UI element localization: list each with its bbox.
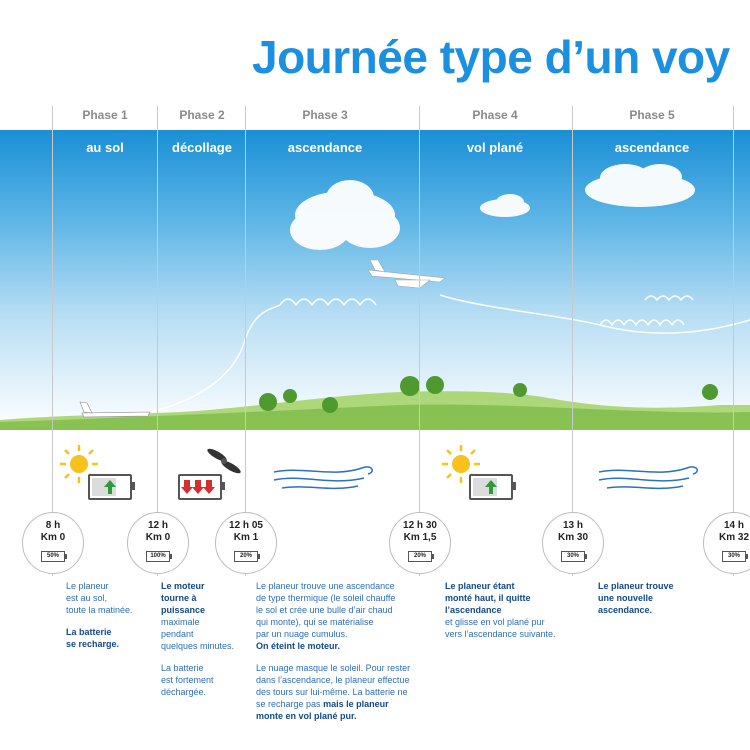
battery-charging-icon xyxy=(88,474,135,500)
phase-5-description: Le planeur trouve une nouvelle ascendanc… xyxy=(598,580,708,626)
marker-battery: 20% xyxy=(234,551,260,562)
cloud-icon xyxy=(290,180,400,250)
marker-km: Km 30 xyxy=(557,532,588,543)
cloud-icon xyxy=(480,194,530,217)
desc-line: l’ascendance xyxy=(445,605,502,615)
marker-km: Km 1 xyxy=(233,532,259,543)
desc-line: et glisse en vol plané pur xyxy=(445,617,545,627)
sun-icon xyxy=(442,445,480,483)
desc-line: pendant xyxy=(161,629,194,639)
desc-line: tourne à xyxy=(161,593,197,603)
desc-line: monte en vol plané pur. xyxy=(256,711,357,721)
desc-line: La batterie xyxy=(161,663,204,673)
phase-divider xyxy=(157,106,158,576)
marker-km: Km 0 xyxy=(40,532,66,543)
desc-line: se recharge. xyxy=(66,639,120,649)
cloud-icon xyxy=(585,164,695,207)
time-marker: 12 h 05 Km 1 20% xyxy=(215,512,277,574)
page-title: Journée type d’un voy xyxy=(252,31,730,83)
desc-line: une nouvelle xyxy=(598,593,654,603)
time-marker: 14 h Km 32 30% xyxy=(703,512,750,574)
propeller-icon xyxy=(207,448,241,474)
phase-1-description: Le planeur est au sol, toute la matinée.… xyxy=(66,580,151,660)
desc-line: On éteint le moteur. xyxy=(256,641,341,651)
phase-divider xyxy=(572,106,573,576)
marker-battery: 30% xyxy=(722,551,748,562)
marker-time: 12 h 05 xyxy=(229,520,263,531)
wind-icon xyxy=(273,466,373,490)
desc-line: maximale xyxy=(161,617,200,627)
marker-time: 12 h 30 xyxy=(403,520,437,531)
desc-line: le sol et crée une bulle d’air chaud xyxy=(256,605,393,615)
desc-line: se recharge pas xyxy=(256,699,321,709)
marker-time: 8 h xyxy=(45,520,61,531)
phase-divider xyxy=(733,106,734,576)
phase-5-label: Phase 5 xyxy=(629,108,675,122)
battery-discharging-icon xyxy=(178,474,225,500)
phase-divider xyxy=(245,106,246,576)
marker-battery: 50% xyxy=(41,551,67,562)
phase-3-name: ascendance xyxy=(287,140,363,155)
time-marker: 8 h Km 0 50% xyxy=(22,512,84,574)
phase-divider xyxy=(52,106,53,576)
phase-4-description: Le planeur étant monté haut, il quitte l… xyxy=(445,580,570,650)
marker-battery: 30% xyxy=(561,551,587,562)
desc-line: dans l’ascendance, le planeur effectue xyxy=(256,675,410,685)
phase-2-label: Phase 2 xyxy=(179,108,225,122)
desc-line: Le planeur xyxy=(66,581,109,591)
time-marker: 13 h Km 30 30% xyxy=(542,512,604,574)
time-marker: 12 h Km 0 100% xyxy=(127,512,189,574)
desc-line: des tours sur lui-même. La batterie ne xyxy=(256,687,408,697)
phase-3-label: Phase 3 xyxy=(302,108,348,122)
desc-line: ascendance. xyxy=(598,605,653,615)
marker-km: Km 1,5 xyxy=(403,532,437,543)
desc-line: puissance xyxy=(161,605,206,615)
marker-km: Km 32 xyxy=(718,532,749,543)
desc-line: Le planeur étant xyxy=(445,581,515,591)
desc-line: Le moteur xyxy=(161,581,205,591)
desc-line: toute la matinée. xyxy=(66,605,133,615)
phase-divider xyxy=(419,106,420,576)
glider-icon xyxy=(367,259,446,289)
glider-icon xyxy=(79,401,151,418)
phase-4-name: vol plané xyxy=(466,140,524,155)
phase-1-label: Phase 1 xyxy=(82,108,128,122)
desc-line: est au sol, xyxy=(66,593,108,603)
phase-1-name: au sol xyxy=(86,140,124,155)
battery-charging-icon xyxy=(469,474,516,500)
desc-line: est fortement xyxy=(161,675,214,685)
desc-line: mais le planeur xyxy=(323,699,389,709)
time-marker: 12 h 30 Km 1,5 20% xyxy=(389,512,451,574)
phase-3-description: Le planeur trouve une ascendance de type… xyxy=(256,580,421,732)
wind-icon xyxy=(598,466,698,490)
desc-line: monté haut, il quitte xyxy=(445,593,531,603)
desc-line: de type thermique (le soleil chauffe xyxy=(256,593,396,603)
marker-km: Km 0 xyxy=(145,532,171,543)
desc-line: Le nuage masque le soleil. Pour rester xyxy=(256,663,411,673)
marker-time: 12 h xyxy=(147,520,168,531)
desc-line: La batterie xyxy=(66,627,112,637)
desc-line: déchargée. xyxy=(161,687,207,697)
marker-time: 14 h xyxy=(723,520,744,531)
phase-5-name: ascendance xyxy=(614,140,690,155)
marker-battery: 100% xyxy=(146,551,172,562)
flight-path xyxy=(149,294,750,413)
phase-2-description: Le moteur tourne à puissance maximale pe… xyxy=(161,580,245,708)
desc-line: Le planeur trouve xyxy=(598,581,674,591)
desc-line: vers l’ascendance suivante. xyxy=(445,629,556,639)
marker-battery: 20% xyxy=(408,551,434,562)
tree-icon xyxy=(259,376,718,413)
phase-2-name: décollage xyxy=(172,140,232,155)
flight-scene xyxy=(0,164,750,430)
marker-time: 13 h xyxy=(562,520,583,531)
desc-line: Le planeur trouve une ascendance xyxy=(256,581,395,591)
desc-line: quelques minutes. xyxy=(161,641,235,651)
phase-4-label: Phase 4 xyxy=(472,108,518,122)
desc-line: par un nuage cumulus. xyxy=(256,629,348,639)
desc-line: qui monte), qui se matérialise xyxy=(256,617,374,627)
